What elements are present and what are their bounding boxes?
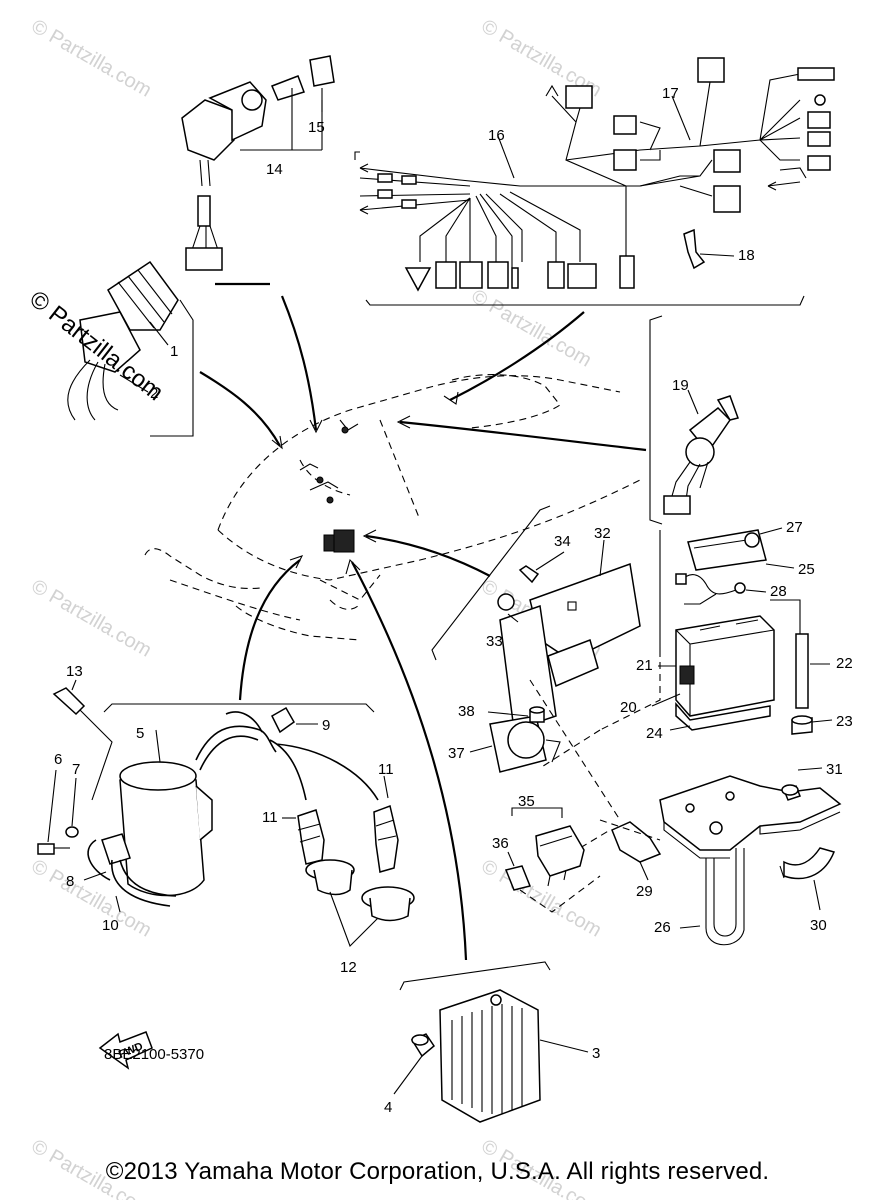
callout-25: 25	[798, 561, 815, 578]
watermark-faint: © Partzilla.com	[468, 285, 596, 371]
callout-30: 30	[810, 917, 827, 934]
callout-17: 17	[662, 85, 679, 102]
callout-27: 27	[786, 519, 803, 536]
callout-2: 2	[150, 385, 158, 402]
rectifier-group: 3 4	[345, 558, 600, 1123]
callout-15: 15	[308, 119, 325, 136]
callout-36: 36	[492, 835, 509, 852]
snowmobile-outline	[144, 374, 641, 641]
callout-7: 7	[72, 761, 80, 778]
callout-4: 4	[384, 1099, 392, 1116]
bracket-group: 29 31 30 26	[559, 761, 843, 946]
main-switch-group: 15 14	[181, 55, 335, 434]
battery-group: 34 32 33 27 25 28 21 20 22 23 24	[362, 505, 853, 821]
wire-harness-group: 16 17 18	[354, 57, 835, 405]
callout-3: 3	[592, 1045, 600, 1062]
callout-9: 9	[322, 717, 330, 734]
watermark-faint: © Partzilla.com	[478, 855, 606, 941]
callout-32: 32	[594, 525, 611, 542]
fuse-group: 35 36	[492, 793, 601, 913]
callout-1: 1	[170, 343, 178, 360]
callout-37: 37	[448, 745, 465, 762]
callout-11a: 11	[262, 809, 278, 826]
callout-20: 20	[620, 699, 637, 716]
callout-26: 26	[654, 919, 671, 936]
callout-33: 33	[486, 633, 503, 650]
callout-22: 22	[836, 655, 853, 672]
watermark-faint: © Partzilla.com	[28, 575, 156, 661]
callout-35: 35	[518, 793, 535, 810]
callout-24: 24	[646, 725, 663, 742]
switch-19-group: 19	[396, 315, 739, 525]
callout-6: 6	[54, 751, 62, 768]
callout-5: 5	[136, 725, 144, 742]
callout-21: 21	[636, 657, 653, 674]
callout-23: 23	[836, 713, 853, 730]
callout-19: 19	[672, 377, 689, 394]
callout-34: 34	[554, 533, 571, 550]
handlebar-switch-group: 1 2	[67, 260, 283, 450]
callout-11b: 11	[378, 761, 394, 778]
callout-28: 28	[770, 583, 787, 600]
callout-38: 38	[458, 703, 475, 720]
ignition-coil-group: 5 9 11 11 12 13 6 7 8 10	[37, 555, 415, 976]
callout-14: 14	[266, 161, 283, 178]
callout-12: 12	[340, 959, 357, 976]
callout-8: 8	[66, 873, 74, 890]
callout-29: 29	[636, 883, 653, 900]
callout-10: 10	[102, 917, 119, 934]
relay-group: 38 37	[448, 703, 561, 773]
watermark-faint: © Partzilla.com	[28, 15, 156, 101]
copyright: ©2013 Yamaha Motor Corporation, U.S.A. A…	[105, 1158, 770, 1185]
callout-13: 13	[66, 663, 83, 680]
callout-16: 16	[488, 127, 505, 144]
callout-18: 18	[738, 247, 755, 264]
diagram-code: 8BE2100-5370	[104, 1046, 205, 1063]
callout-31: 31	[826, 761, 843, 778]
